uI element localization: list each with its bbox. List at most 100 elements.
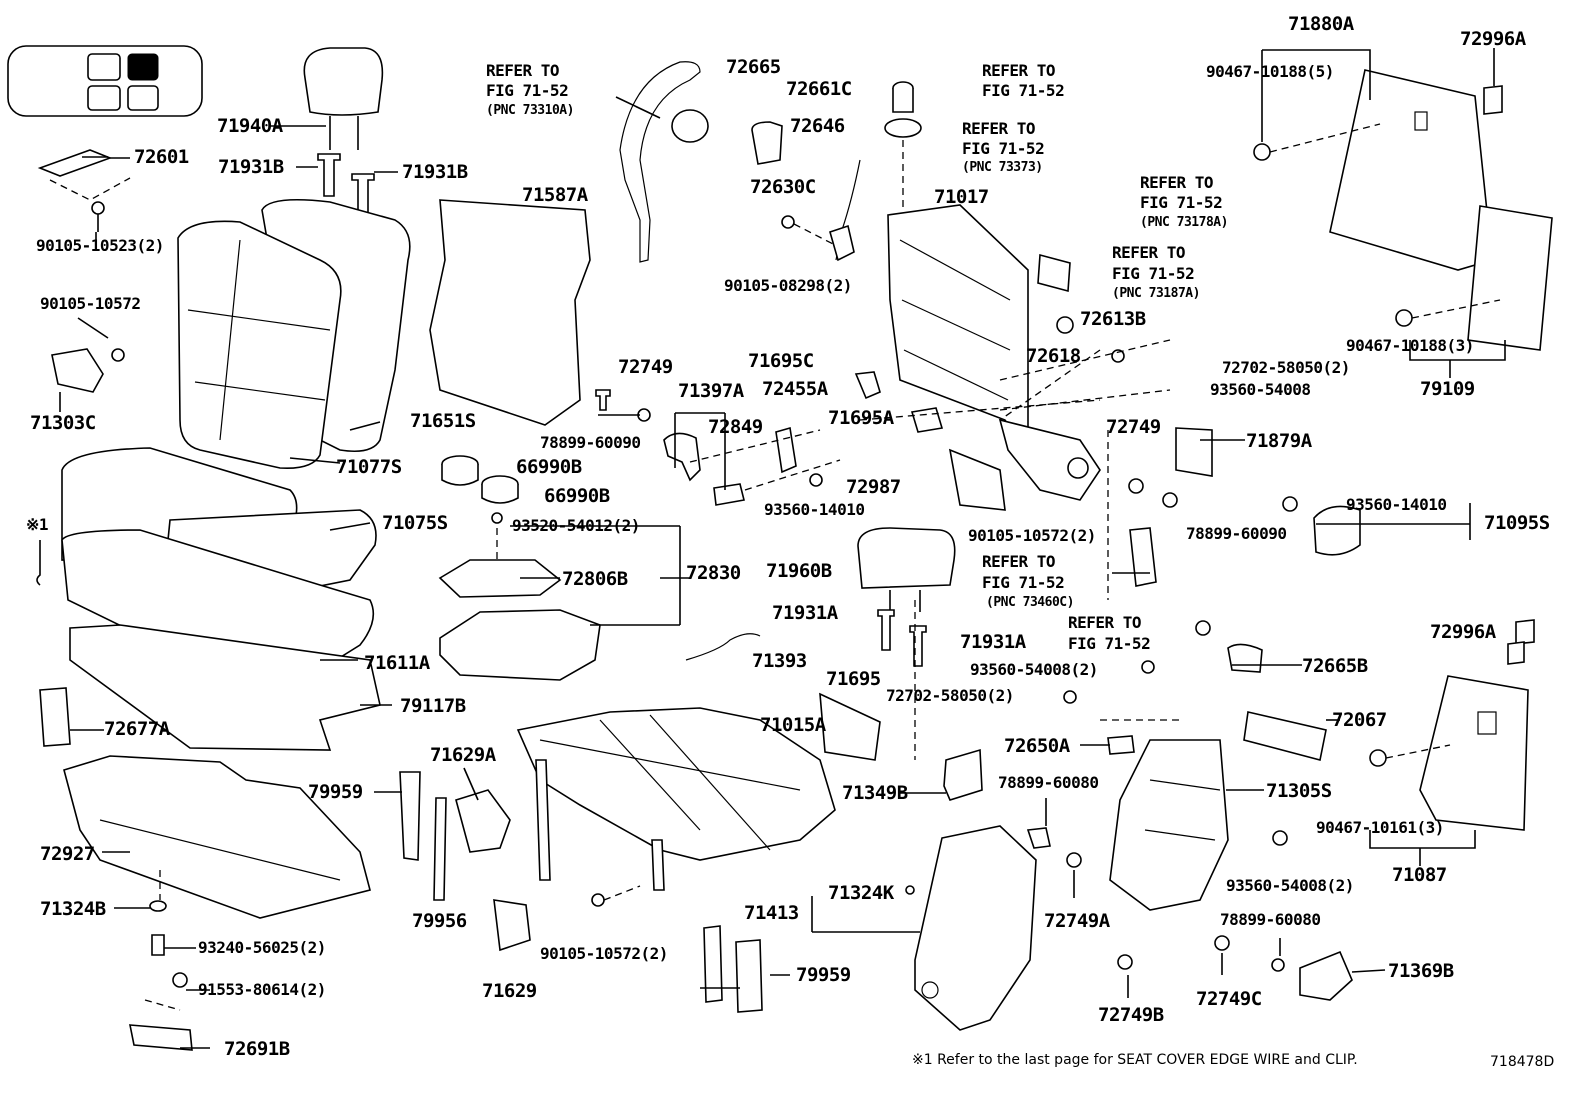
seat-cushion-drawing: [36, 447, 381, 751]
part-label-90467-10188: 90467-10188(5): [1206, 62, 1334, 81]
part-label-72613B: 72613B: [1080, 308, 1146, 330]
part-label-72830: 72830: [686, 562, 741, 584]
seatbelt-drawing: [615, 61, 709, 263]
part-label-72067: 72067: [1332, 709, 1387, 731]
part-label-93560-54008: 93560-54008(2): [1226, 876, 1354, 895]
part-label-71931B: 71931B: [402, 161, 468, 183]
locator-icon: [7, 45, 203, 117]
footnote-marker: ※1: [26, 515, 49, 534]
part-label-79117B: 79117B: [400, 695, 466, 717]
backboard-71587A: [429, 199, 591, 426]
part-label-72618: 72618: [1026, 345, 1081, 367]
part-label-72749: 72749: [1106, 416, 1161, 438]
part-label-71324B: 71324B: [40, 898, 106, 920]
part-label-71413: 71413: [744, 902, 799, 924]
part-label-72702-58050: 72702-58050(2): [886, 686, 1014, 705]
part-label-90105-10572: 90105-10572(2): [968, 526, 1096, 545]
part-label-78899-60090: 78899-60090: [540, 433, 641, 452]
part-label-71095S: 71095S: [1484, 512, 1550, 534]
part-label-71324K: 71324K: [828, 882, 894, 904]
part-label-71940A: 71940A: [217, 115, 283, 137]
part-label-79959: 79959: [796, 964, 851, 986]
part-label-71931A: 71931A: [772, 602, 838, 624]
part-label-71880A: 71880A: [1288, 13, 1354, 35]
bottom-tray: [39, 687, 371, 1051]
refer-label: REFER TO: [486, 61, 560, 80]
part-label-71075S: 71075S: [382, 512, 448, 534]
refer-label: REFER TO: [982, 552, 1056, 571]
part-label-66990B: 66990B: [544, 485, 610, 507]
refer-label: REFER TO: [1140, 173, 1214, 192]
refer-label: (PNC 73373): [962, 160, 1043, 175]
part-label-72601: 72601: [134, 146, 189, 168]
diagram-id: 718478D: [1490, 1054, 1555, 1070]
part-label-71611A: 71611A: [364, 652, 430, 674]
refer-label: FIG 71-52: [982, 573, 1065, 592]
part-label-71087: 71087: [1392, 864, 1447, 886]
part-label-71931B: 71931B: [218, 156, 284, 178]
part-label-72806B: 72806B: [562, 568, 628, 590]
part-label-78899-60080: 78899-60080: [998, 773, 1099, 792]
part-label-90105-10572: 90105-10572(2): [540, 944, 668, 963]
part-label-71397A: 71397A: [678, 380, 744, 402]
part-label-72665B: 72665B: [1302, 655, 1368, 677]
part-label-90105-08298: 90105-08298(2): [724, 276, 852, 295]
part-label-93560-54008: 93560-54008: [1210, 380, 1311, 399]
console-drawing: [438, 455, 601, 681]
part-label-71629A: 71629A: [430, 744, 496, 766]
part-label-71303C: 71303C: [30, 412, 96, 434]
part-label-72455A: 72455A: [762, 378, 828, 400]
part-label-71017: 71017: [934, 186, 989, 208]
refer-label: FIG 71-52: [982, 81, 1065, 100]
refer-label: (PNC 73187A): [1112, 286, 1200, 301]
part-label-72749: 72749: [618, 356, 673, 378]
part-label-72677A: 72677A: [104, 718, 170, 740]
part-label-72702-58050: 72702-58050(2): [1222, 358, 1350, 377]
refer-label: FIG 71-52: [486, 81, 569, 100]
center-frame-drawing: [751, 81, 1171, 511]
part-label-72691B: 72691B: [224, 1038, 290, 1060]
part-label-79959: 79959: [308, 781, 363, 803]
part-label-72646: 72646: [790, 115, 845, 137]
part-label-78899-60090: 78899-60090: [1186, 524, 1287, 543]
refer-label: REFER TO: [962, 119, 1036, 138]
part-label-79109: 79109: [1420, 378, 1475, 400]
right-lower-panels: [1100, 427, 1535, 1001]
part-label-71349B: 71349B: [842, 782, 908, 804]
part-label-72749A: 72749A: [1044, 910, 1110, 932]
refer-label: (PNC 73310A): [486, 103, 574, 118]
part-label-90105-10523: 90105-10523(2): [36, 236, 164, 255]
part-label-71960B: 71960B: [766, 560, 832, 582]
refer-label: (PNC 73460C): [986, 595, 1074, 610]
part-label-66990B: 66990B: [516, 456, 582, 478]
part-label-72661C: 72661C: [786, 78, 852, 100]
part-label-91553-80614: 91553-80614(2): [198, 980, 326, 999]
part-label-71695C: 71695C: [748, 350, 814, 372]
seatback-drawing: [177, 198, 411, 470]
part-label-71587A: 71587A: [522, 184, 588, 206]
refer-label: REFER TO: [982, 61, 1056, 80]
refer-label: REFER TO: [1068, 613, 1142, 632]
part-label-71879A: 71879A: [1246, 430, 1312, 452]
footnote: ※1 Refer to the last page for SEAT COVER…: [912, 1052, 1358, 1068]
part-label-72996A: 72996A: [1430, 621, 1496, 643]
part-label-72849: 72849: [708, 416, 763, 438]
refer-label: FIG 71-52: [1112, 264, 1195, 283]
seat-frame-bottom: [399, 430, 1155, 1031]
part-label-90467-10161: 90467-10161(3): [1316, 818, 1444, 837]
part-label-90105-10572: 90105-10572: [40, 294, 141, 313]
refer-label: FIG 71-52: [962, 139, 1045, 158]
part-label-71077S: 71077S: [336, 456, 402, 478]
part-label-71015A: 71015A: [760, 714, 826, 736]
part-label-93520-54012: 93520-54012(2): [512, 516, 640, 535]
part-label-93240-56025: 93240-56025(2): [198, 938, 326, 957]
part-label-93560-14010: 93560-14010: [1346, 495, 1447, 514]
part-label-72665: 72665: [726, 56, 781, 78]
refer-label: FIG 71-52: [1068, 634, 1151, 653]
part-label-71305S: 71305S: [1266, 780, 1332, 802]
part-label-93560-14010: 93560-14010: [764, 500, 865, 519]
small-parts-middle: [595, 389, 841, 506]
part-label-71931A: 71931A: [960, 631, 1026, 653]
